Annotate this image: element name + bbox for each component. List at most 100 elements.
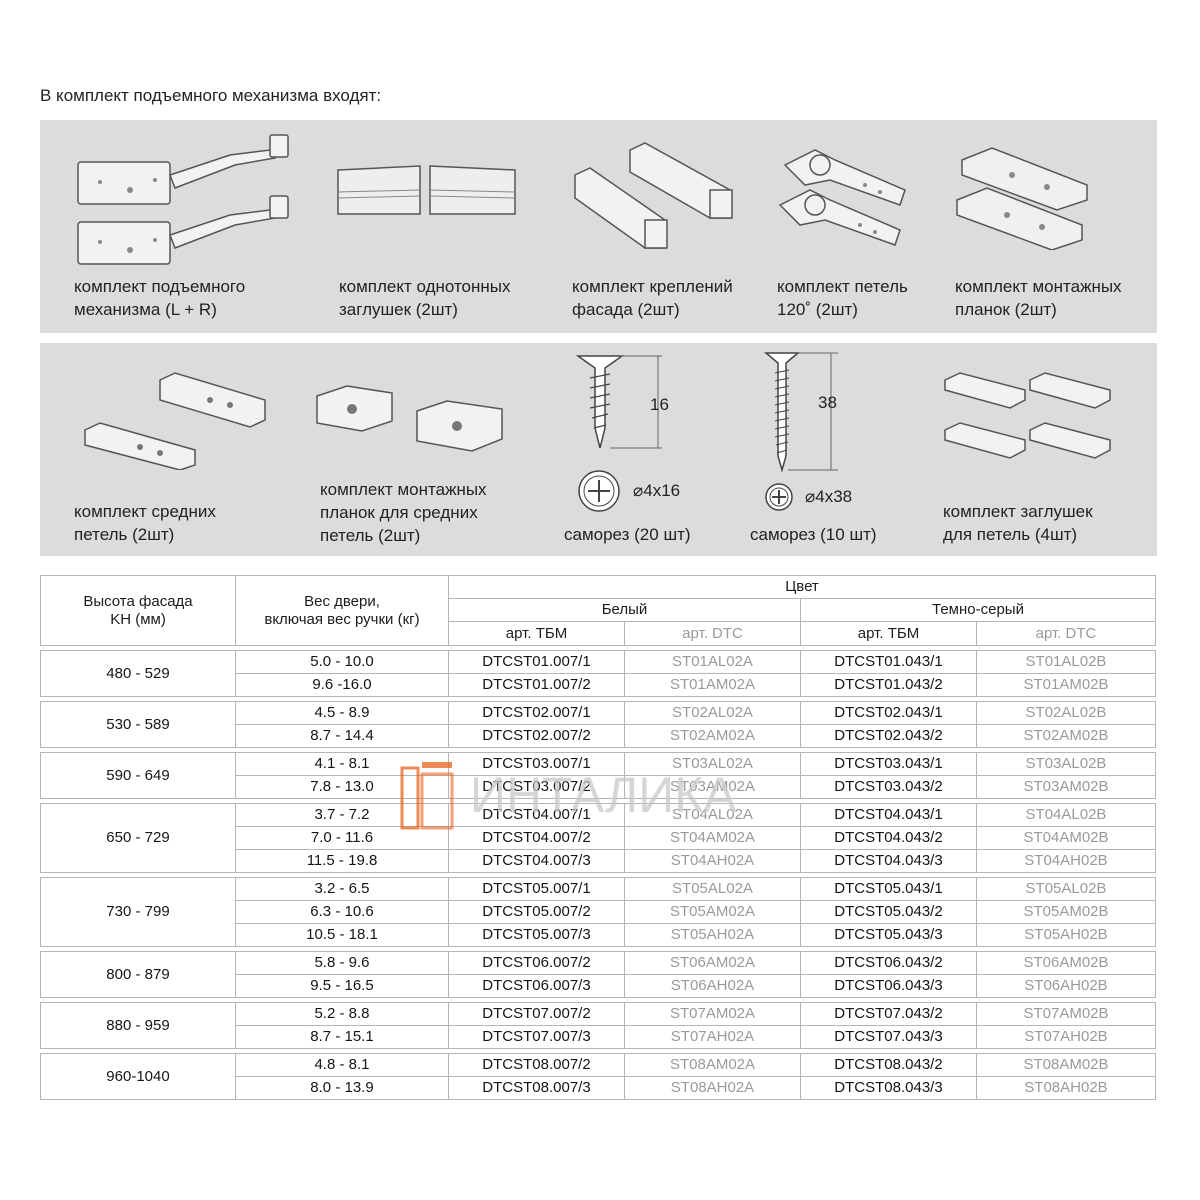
white-dtc-cell: ST07AH02A <box>624 1025 801 1049</box>
dark-dtc-cell: ST06AM02B <box>976 951 1156 975</box>
weight-cell: 3.7 - 7.2 <box>235 803 449 827</box>
dark-tbm-cell: DTCST04.043/1 <box>800 803 977 827</box>
kit-contents-panel-2: 16 ⌀4x16 38 ⌀4x38 <box>40 343 1157 556</box>
dark-dtc-cell: ST05AH02B <box>976 923 1156 947</box>
weight-cell: 9.6 -16.0 <box>235 673 449 697</box>
hinges-120-illustration <box>778 149 906 246</box>
dark-dtc-cell: ST05AL02B <box>976 877 1156 901</box>
screw-38-diameter: ⌀4x38 <box>805 487 853 506</box>
white-tbm-cell: DTCST04.007/3 <box>448 849 625 873</box>
screw-16-head-icon <box>578 470 620 512</box>
white-dtc-cell: ST02AL02A <box>624 701 801 725</box>
weight-cell: 6.3 - 10.6 <box>235 900 449 924</box>
weight-cell: 4.5 - 8.9 <box>235 701 449 725</box>
weight-cell: 5.8 - 9.6 <box>235 951 449 975</box>
page-heading: В комплект подъемного механизма входят: <box>40 86 382 105</box>
dark-tbm-cell: DTCST05.043/2 <box>800 900 977 924</box>
weight-cell: 10.5 - 18.1 <box>235 923 449 947</box>
header-white-dtc: арт. DTC <box>624 621 801 646</box>
weight-cell: 7.0 - 11.6 <box>235 826 449 850</box>
facade-height-cell: 960-1040 <box>40 1053 236 1100</box>
facade-height-cell: 800 - 879 <box>40 951 236 998</box>
screw-38-illustration <box>763 352 838 473</box>
white-dtc-cell: ST05AM02A <box>624 900 801 924</box>
screw-38-length: 38 <box>818 393 837 412</box>
dark-dtc-cell: ST07AH02B <box>976 1025 1156 1049</box>
middle-hinges-illustration <box>84 372 266 470</box>
dark-tbm-cell: DTCST02.043/1 <box>800 701 977 725</box>
white-dtc-cell: ST03AM02A <box>624 775 801 799</box>
screw-16-length: 16 <box>650 395 669 414</box>
white-tbm-cell: DTCST04.007/1 <box>448 803 625 827</box>
item-label-screw-10: саморез (10 шт) <box>750 525 877 544</box>
header-white: Белый <box>448 598 801 622</box>
dark-dtc-cell: ST04AH02B <box>976 849 1156 873</box>
white-tbm-cell: DTCST08.007/2 <box>448 1053 625 1077</box>
white-dtc-cell: ST02AM02A <box>624 724 801 748</box>
item-label-screw-20: саморез (20 шт) <box>564 525 691 544</box>
dark-dtc-cell: ST01AL02B <box>976 650 1156 674</box>
dark-tbm-cell: DTCST06.043/2 <box>800 951 977 975</box>
header-dark-dtc: арт. DTC <box>976 621 1156 646</box>
weight-cell: 9.5 - 16.5 <box>235 974 449 998</box>
white-tbm-cell: DTCST01.007/2 <box>448 673 625 697</box>
facade-height-cell: 590 - 649 <box>40 752 236 799</box>
facade-height-cell: 480 - 529 <box>40 650 236 697</box>
dark-dtc-cell: ST03AL02B <box>976 752 1156 776</box>
weight-cell: 5.0 - 10.0 <box>235 650 449 674</box>
dark-dtc-cell: ST02AL02B <box>976 701 1156 725</box>
white-dtc-cell: ST08AH02A <box>624 1076 801 1100</box>
dark-dtc-cell: ST08AM02B <box>976 1053 1156 1077</box>
weight-cell: 8.7 - 14.4 <box>235 724 449 748</box>
white-dtc-cell: ST07AM02A <box>624 1002 801 1026</box>
white-tbm-cell: DTCST03.007/1 <box>448 752 625 776</box>
white-dtc-cell: ST01AL02A <box>624 650 801 674</box>
white-tbm-cell: DTCST07.007/2 <box>448 1002 625 1026</box>
mounting-plates-illustration <box>956 147 1088 250</box>
weight-cell: 5.2 - 8.8 <box>235 1002 449 1026</box>
white-dtc-cell: ST06AH02A <box>624 974 801 998</box>
white-dtc-cell: ST05AH02A <box>624 923 801 947</box>
dark-dtc-cell: ST06AH02B <box>976 974 1156 998</box>
weight-cell: 8.7 - 15.1 <box>235 1025 449 1049</box>
dark-dtc-cell: ST04AL02B <box>976 803 1156 827</box>
end-caps-illustration <box>337 165 516 215</box>
lift-mechanism-illustration <box>77 134 289 265</box>
screw-38-head-icon <box>765 483 793 511</box>
dark-tbm-cell: DTCST03.043/1 <box>800 752 977 776</box>
white-dtc-cell: ST05AL02A <box>624 877 801 901</box>
hinge-caps-illustration <box>944 372 1111 459</box>
facade-height-cell: 880 - 959 <box>40 1002 236 1049</box>
weight-cell: 4.8 - 8.1 <box>235 1053 449 1077</box>
white-tbm-cell: DTCST05.007/2 <box>448 900 625 924</box>
dark-tbm-cell: DTCST05.043/1 <box>800 877 977 901</box>
dark-tbm-cell: DTCST08.043/2 <box>800 1053 977 1077</box>
weight-cell: 8.0 - 13.9 <box>235 1076 449 1100</box>
screw-16-diameter: ⌀4x16 <box>633 481 681 500</box>
white-tbm-cell: DTCST07.007/3 <box>448 1025 625 1049</box>
dark-dtc-cell: ST04AM02B <box>976 826 1156 850</box>
dark-dtc-cell: ST03AM02B <box>976 775 1156 799</box>
facade-brackets-illustration <box>574 142 733 249</box>
white-dtc-cell: ST06AM02A <box>624 951 801 975</box>
dark-tbm-cell: DTCST03.043/2 <box>800 775 977 799</box>
white-dtc-cell: ST04AH02A <box>624 849 801 873</box>
dark-dtc-cell: ST08AH02B <box>976 1076 1156 1100</box>
white-tbm-cell: DTCST03.007/2 <box>448 775 625 799</box>
header-white-tbm: арт. ТБМ <box>448 621 625 646</box>
